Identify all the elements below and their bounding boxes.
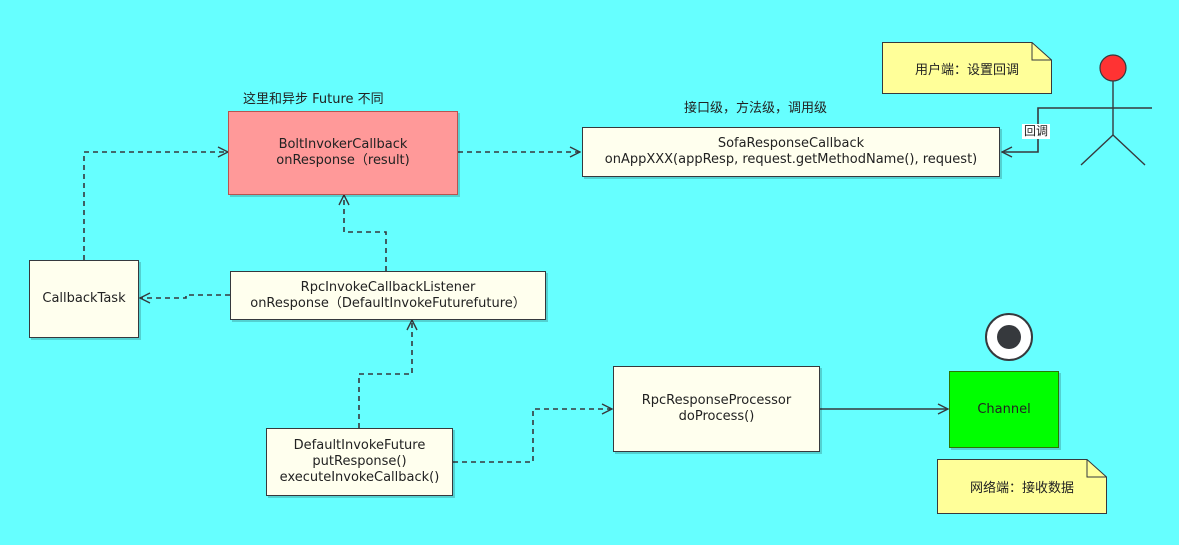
node-line: onResponse（result) [276,153,410,168]
end-state-icon [985,313,1033,361]
rpc-invoke-callback-listener-node[interactable]: RpcInvokeCallbackListener onResponse（Def… [230,271,546,320]
user-actor [1074,54,1152,166]
node-line: BoltInvokerCallback [278,137,408,152]
default-invoke-future-node[interactable]: DefaultInvokeFuture putResponse() execut… [266,428,453,496]
note-shape [882,42,1052,94]
async-diff-label: 这里和异步 Future 不同 [243,92,384,107]
callback-task-node[interactable]: CallbackTask [29,260,139,338]
node-line: onAppXXX(appResp, request.getMethodName(… [604,152,978,167]
node-line: RpcResponseProcessor [641,393,792,408]
user-side-note[interactable]: 用户端：设置回调 [882,42,1052,94]
edge-callbacktask-to-bolt [83,152,228,260]
node-line: doProcess() [678,409,755,424]
node-line: executeInvokeCallback() [279,470,440,485]
node-line: Channel [977,401,1031,417]
note-shape [937,459,1107,514]
edge-future-to-listener [358,320,412,428]
bolt-invoker-callback-node[interactable]: BoltInvokerCallback onResponse（result) [228,111,458,195]
node-line: RpcInvokeCallbackListener [300,279,476,295]
note-text: 网络端：接收数据 [969,481,1074,496]
channel-node[interactable]: Channel [949,371,1059,448]
sofa-response-callback-node[interactable]: SofaResponseCallback onAppXXX(appResp, r… [582,127,1000,177]
node-line: SofaResponseCallback [717,136,865,151]
note-text: 用户端：设置回调 [914,62,1019,78]
edge-listener-to-bolt [344,195,387,271]
rpc-response-processor-node[interactable]: RpcResponseProcessor doProcess() [613,366,820,452]
callback-edge-label: 回调 [1022,124,1051,139]
network-side-note[interactable]: 网络端：接收数据 [937,459,1107,514]
edge-future-to-processor [453,409,612,463]
levels-label: 接口级，方法级，调用级 [684,101,828,116]
node-line: putResponse() [312,454,407,469]
node-line: onResponse（DefaultInvokeFuturefuture） [250,295,526,311]
node-line: CallbackTask [42,291,126,306]
edge-listener-to-callbacktask [140,295,230,298]
node-line: DefaultInvokeFuture [293,438,426,453]
